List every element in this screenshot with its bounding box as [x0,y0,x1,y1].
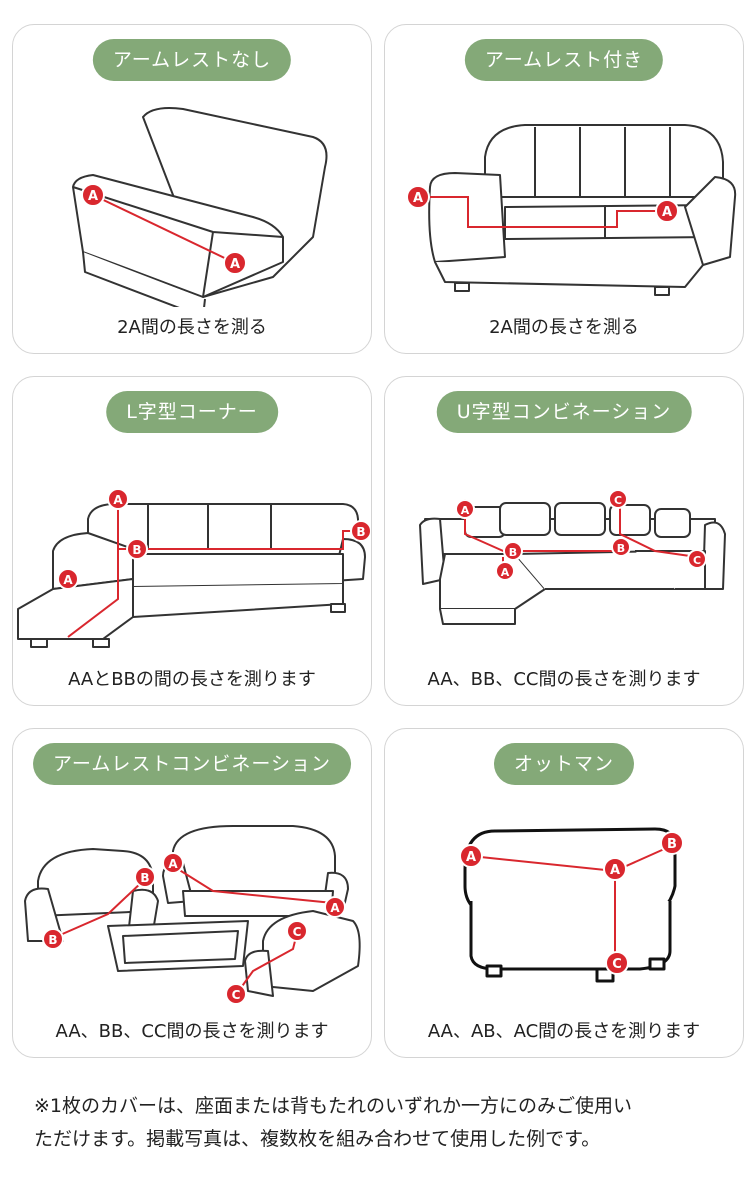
svg-text:A: A [610,863,620,878]
card-u-shape: U字型コンビネーション A A B [384,376,744,706]
svg-text:A: A [168,857,178,871]
marker-c: C [225,983,247,1005]
svg-text:B: B [132,543,141,557]
card-armrest-combination: アームレストコンビネーション B B A [12,728,372,1058]
usage-note: ※1枚のカバーは、座面または背もたれのいずれか一方にのみご使用い ただけます。掲… [34,1090,734,1156]
svg-text:B: B [48,933,57,947]
card-caption: 2A間の長さを測る [489,317,639,338]
svg-text:A: A [461,504,470,517]
sofa-armrest-combination-illustration: B B A A C C [24,825,361,1005]
sofa-l-shape-illustration: A A B B [17,488,371,648]
sofa-no-armrest-illustration: A A [72,107,328,307]
svg-text:A: A [230,257,240,272]
marker-b: B [503,541,523,561]
marker-a: A [162,852,184,874]
marker-b: B [126,538,148,560]
marker-a: A [455,499,475,519]
marker-c: C [608,489,628,509]
card-caption: AA、BB、CC間の長さを測ります [427,669,701,690]
svg-text:A: A [466,850,476,865]
card-caption: AA、BB、CC間の長さを測ります [55,1021,329,1042]
marker-c: C [286,920,308,942]
card-caption: AA、AB、AC間の長さを測ります [427,1021,701,1042]
ottoman-illustration: A A B C [459,827,684,983]
svg-text:B: B [667,837,677,852]
marker-a: A [406,185,430,209]
card-title: U字型コンビネーション [436,391,692,433]
svg-text:A: A [330,901,340,915]
svg-text:B: B [509,546,517,559]
marker-b: B [611,537,631,557]
marker-a: A [107,488,129,510]
svg-text:B: B [356,525,365,539]
svg-text:A: A [662,205,672,220]
svg-text:C: C [612,957,622,972]
card-title: アームレストコンビネーション [33,743,351,785]
svg-text:C: C [232,988,241,1002]
svg-text:B: B [617,542,625,555]
card-ottoman: オットマン A A B C AA、AB、AC間の長さを測ります [384,728,744,1058]
marker-a: A [81,183,105,207]
card-no-armrest: アームレストなし A A 2A間の長さを測る [12,24,372,354]
sofa-u-shape-illustration: A A B B C C [419,489,726,625]
marker-b: B [660,831,684,855]
sofa-with-armrest-illustration: A A [406,124,737,296]
card-caption: 2A間の長さを測る [117,317,267,338]
usage-note-line: ただけます。掲載写真は、複数枚を組み合わせて使用した例です。 [34,1128,601,1150]
marker-a: A [324,896,346,918]
usage-note-line: ※1枚のカバーは、座面または背もたれのいずれか一方にのみご使用い [34,1095,633,1117]
svg-text:B: B [140,871,149,885]
marker-a: A [495,561,515,581]
svg-text:A: A [501,566,510,579]
svg-text:A: A [88,189,98,204]
svg-text:A: A [63,573,73,587]
svg-text:A: A [413,191,423,206]
marker-a: A [57,568,79,590]
card-title: L字型コーナー [106,391,278,433]
marker-b: B [134,866,156,888]
card-caption: AAとBBの間の長さを測ります [68,669,316,690]
marker-a: A [603,857,627,881]
marker-a: A [655,199,679,223]
card-title: アームレスト付き [464,39,664,81]
card-title: オットマン [493,743,635,785]
marker-a: A [223,251,247,275]
svg-text:A: A [113,493,123,507]
svg-text:C: C [693,554,701,567]
svg-text:C: C [614,494,622,507]
card-title: アームレストなし [92,39,292,81]
marker-b: B [42,928,64,950]
card-l-shape: L字型コーナー A A B B [12,376,372,706]
marker-b: B [350,520,371,542]
marker-a: A [459,844,483,868]
marker-c: C [605,951,629,975]
svg-text:C: C [293,925,302,939]
marker-c: C [687,549,707,569]
card-with-armrest: アームレスト付き A A 2A間の長さを測る [384,24,744,354]
